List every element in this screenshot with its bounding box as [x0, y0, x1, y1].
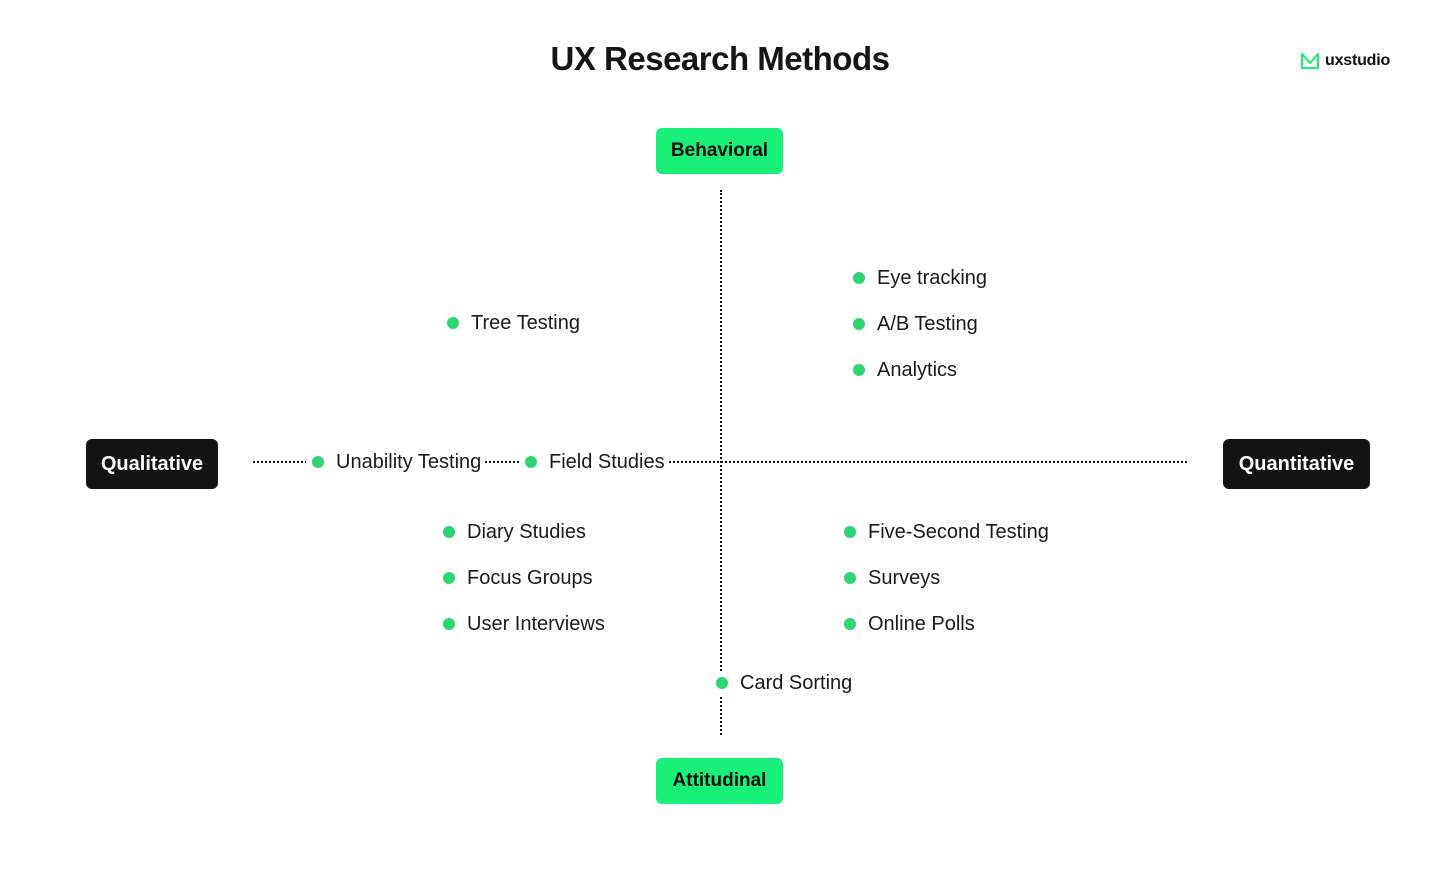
bullet-dot: [312, 456, 324, 468]
bullet-dot: [844, 572, 856, 584]
axis-label-attitudinal: Attitudinal: [656, 758, 783, 804]
method-item: Field Studies: [519, 450, 669, 474]
method-label: Focus Groups: [467, 567, 593, 589]
method-label: User Interviews: [467, 613, 605, 635]
uxstudio-logo-icon: [1300, 52, 1320, 70]
method-item: A/B Testing: [853, 312, 980, 336]
method-label: Eye tracking: [877, 267, 988, 289]
axis-label-behavioral: Behavioral: [656, 128, 783, 174]
bullet-dot: [447, 317, 459, 329]
method-label: Diary Studies: [467, 521, 586, 543]
bullet-dot: [844, 526, 856, 538]
method-label: Analytics: [877, 359, 958, 381]
logo-text: uxstudio: [1325, 52, 1391, 69]
method-label: A/B Testing: [877, 313, 978, 335]
bullet-dot: [853, 318, 865, 330]
bullet-dot: [844, 618, 856, 630]
method-item: Surveys: [844, 566, 943, 590]
method-item: Analytics: [853, 358, 960, 382]
brand-logo: uxstudio: [1300, 52, 1390, 70]
method-label: Online Polls: [868, 613, 975, 635]
method-label: Tree Testing: [471, 312, 580, 334]
method-item: Unability Testing: [306, 450, 486, 474]
method-item: Online Polls: [844, 612, 977, 636]
bullet-dot: [443, 526, 455, 538]
method-label: Unability Testing: [336, 451, 482, 473]
method-item: Focus Groups: [443, 566, 595, 590]
method-label: Field Studies: [549, 451, 665, 473]
method-label: Card Sorting: [740, 672, 853, 694]
horizontal-axis: [253, 461, 1187, 463]
bullet-dot: [853, 272, 865, 284]
method-item: User Interviews: [443, 612, 607, 636]
bullet-dot: [525, 456, 537, 468]
bullet-dot: [853, 364, 865, 376]
bullet-dot: [443, 572, 455, 584]
method-label: Surveys: [868, 567, 941, 589]
method-item: Five-Second Testing: [844, 520, 1051, 544]
method-item: Tree Testing: [447, 311, 582, 335]
method-item: Diary Studies: [443, 520, 588, 544]
axis-label-quantitative: Quantitative: [1223, 439, 1370, 489]
method-label: Five-Second Testing: [868, 521, 1049, 543]
method-item: Card Sorting: [710, 671, 857, 695]
axis-label-qualitative: Qualitative: [86, 439, 218, 489]
page-title: UX Research Methods: [550, 40, 890, 77]
bullet-dot: [443, 618, 455, 630]
bullet-dot: [716, 677, 728, 689]
method-item: Eye tracking: [853, 266, 990, 290]
